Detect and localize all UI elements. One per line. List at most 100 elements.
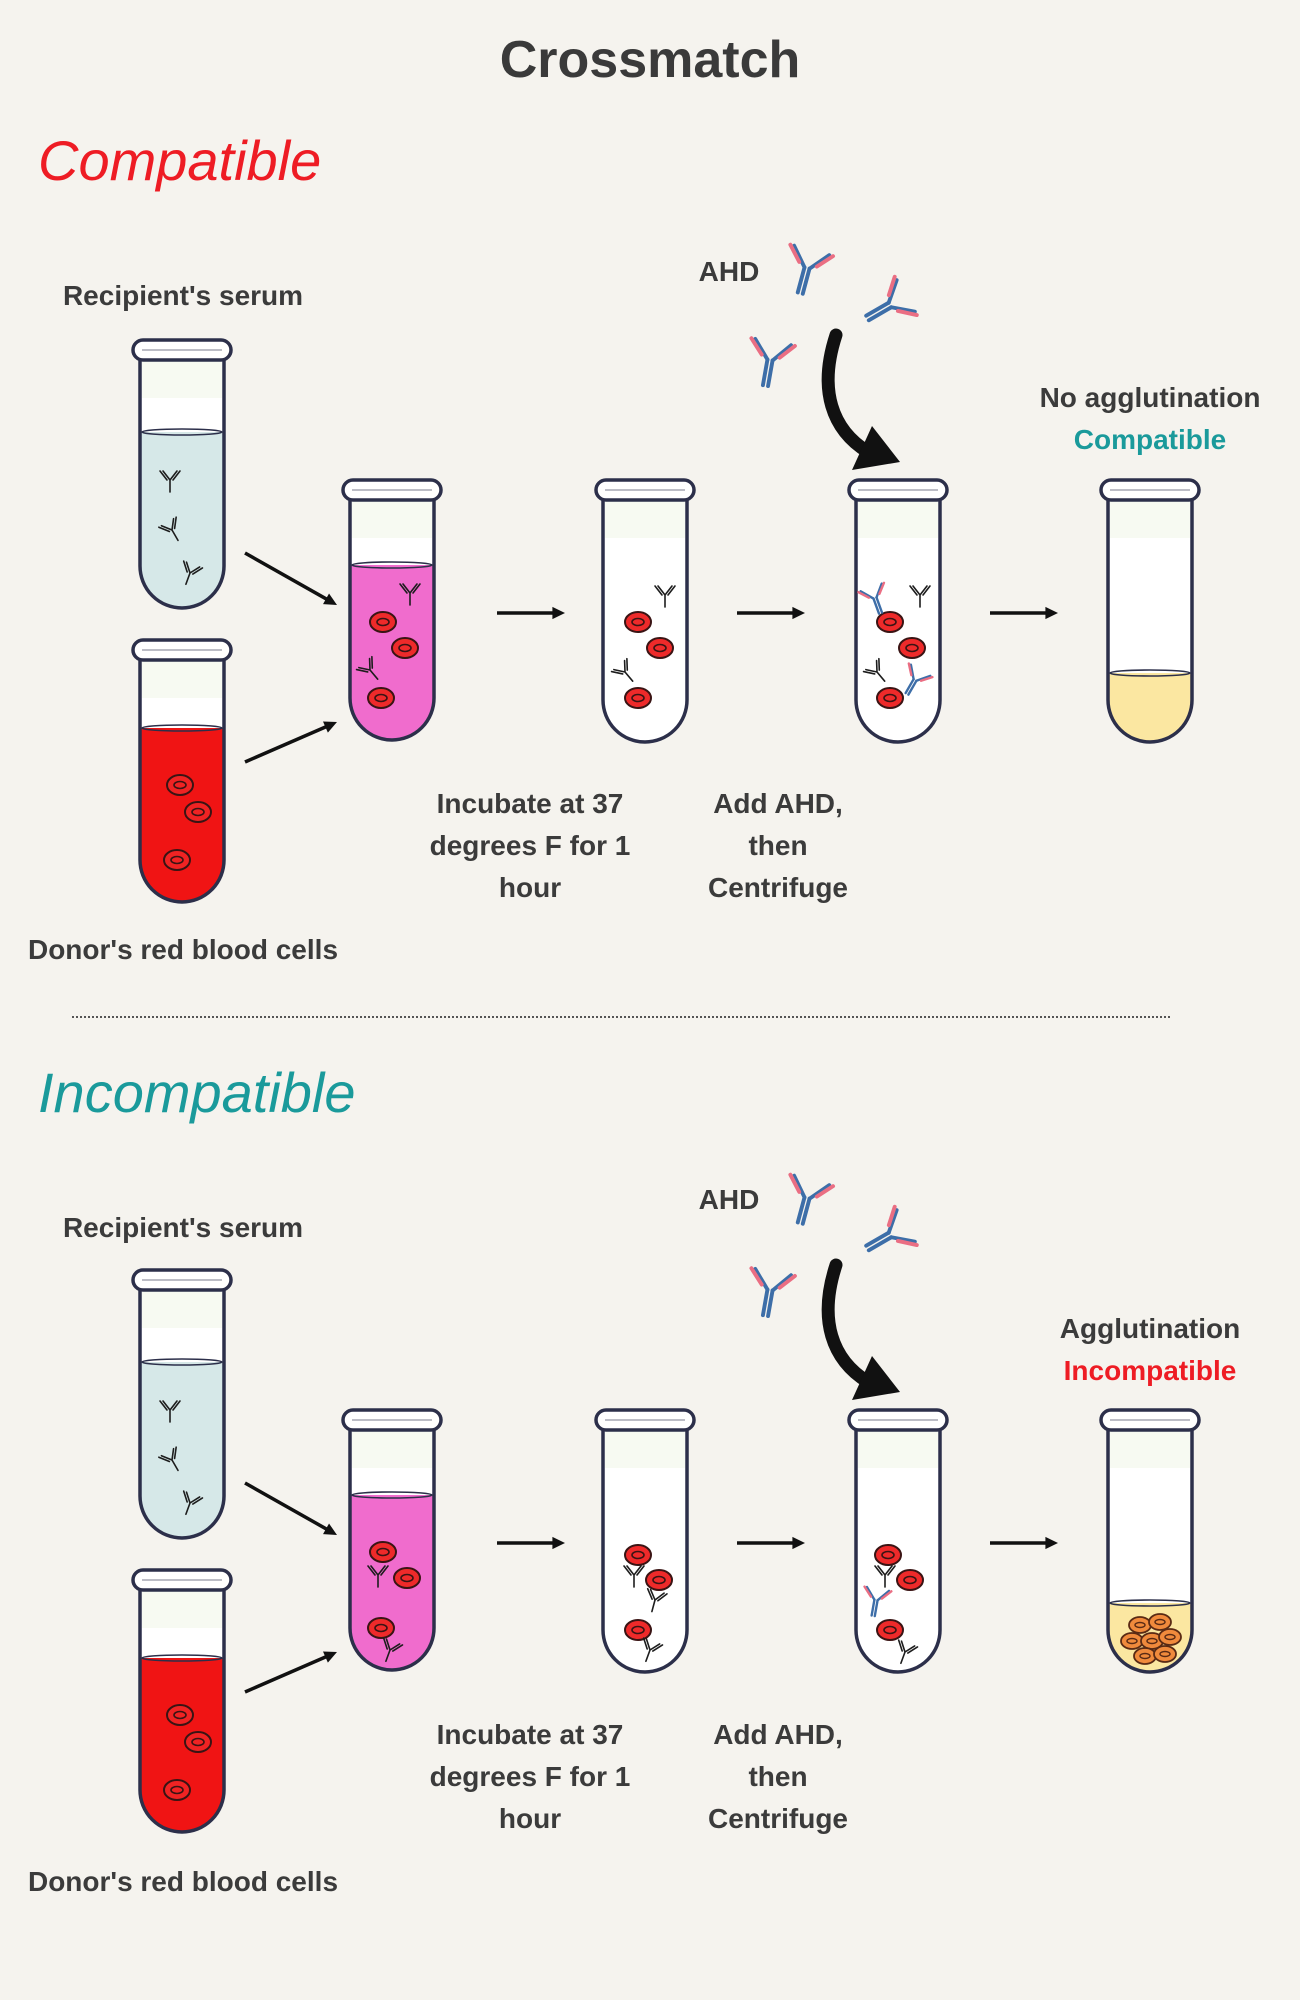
red-blood-cell-icon: [624, 611, 652, 633]
antibody-icon: [158, 1446, 179, 1472]
red-blood-cell-icon: [1128, 1616, 1152, 1634]
red-blood-cell-icon: [184, 1731, 212, 1753]
antibody-icon: [788, 1172, 836, 1226]
antibody-icon: [863, 1585, 893, 1618]
result-line1: No agglutination: [1039, 382, 1261, 413]
antibody-icon: [874, 1565, 896, 1588]
section-divider: [72, 1016, 1170, 1018]
curved-arrow-icon: [821, 328, 900, 470]
antibody-icon: [182, 1490, 204, 1516]
antibody-icon: [749, 1266, 797, 1319]
antibody-icon: [355, 655, 379, 680]
step-incubate: Incubate at 37 degrees F for 1 hour: [429, 788, 631, 903]
red-blood-cell-icon: [646, 637, 674, 659]
arrow-icon: [244, 551, 337, 605]
step-incubate: Incubate at 37 degrees F for 1 hour: [429, 1719, 631, 1834]
arrow-icon: [244, 1481, 337, 1535]
antibody-icon: [642, 1637, 664, 1663]
antibody-icon: [904, 662, 934, 696]
antibody-icon: [862, 657, 886, 682]
antibody-icon: [367, 1565, 389, 1588]
red-blood-cell-icon: [166, 774, 194, 796]
antibody-icon: [158, 516, 179, 542]
arrow-icon: [244, 1651, 337, 1694]
result-verdict: Incompatible: [1063, 1355, 1237, 1386]
serum-label: Recipient's serum: [62, 280, 304, 311]
rbc-label: Donor's red blood cells: [27, 1866, 339, 1897]
test-tube-icon: [594, 1408, 696, 1674]
test-tube-icon: [131, 1568, 233, 1834]
arrow-icon: [497, 1536, 565, 1550]
red-blood-cell-icon: [166, 1704, 194, 1726]
antibody-icon: [749, 336, 797, 389]
red-blood-cell-icon: [369, 611, 397, 633]
red-blood-cell-icon: [369, 1541, 397, 1563]
red-blood-cell-icon: [874, 1544, 902, 1566]
red-blood-cell-icon: [624, 1619, 652, 1641]
arrow-icon: [497, 606, 565, 620]
serum-label: Recipient's serum: [62, 1212, 304, 1243]
red-blood-cell-icon: [163, 849, 191, 871]
red-blood-cell-icon: [391, 637, 419, 659]
test-tube-icon: [1099, 478, 1201, 744]
red-blood-cell-icon: [624, 687, 652, 709]
red-blood-cell-icon: [367, 687, 395, 709]
red-blood-cell-icon: [876, 687, 904, 709]
arrow-icon: [990, 606, 1058, 620]
curved-arrow-icon: [821, 1258, 900, 1400]
test-tube-icon: [847, 478, 949, 744]
antibody-icon: [182, 560, 204, 586]
arrow-icon: [244, 721, 337, 764]
antibody-icon: [382, 1637, 404, 1663]
antibody-icon: [654, 585, 676, 608]
test-tube-icon: [131, 638, 233, 904]
section-heading-incompatible: Incompatible: [38, 1061, 356, 1124]
antibody-icon: [646, 1587, 668, 1613]
red-blood-cell-icon: [1120, 1632, 1144, 1650]
step-add-ahd: Add AHD, then Centrifuge: [708, 788, 848, 903]
section-heading-compatible: Compatible: [38, 129, 322, 192]
rbc-label: Donor's red blood cells: [27, 934, 339, 965]
test-tube-icon: [847, 1408, 949, 1674]
red-blood-cell-icon: [367, 1617, 395, 1639]
antibody-icon: [864, 274, 919, 323]
antibody-icon: [623, 1565, 645, 1588]
red-blood-cell-icon: [1148, 1613, 1172, 1631]
test-tube-icon: [341, 1408, 443, 1672]
red-blood-cell-icon: [1133, 1647, 1157, 1665]
antibody-icon: [788, 242, 836, 296]
red-blood-cell-icon: [898, 637, 926, 659]
test-tube-icon: [131, 1268, 233, 1540]
antibody-icon: [897, 1639, 919, 1665]
red-blood-cell-icon: [184, 801, 212, 823]
red-blood-cell-icon: [645, 1569, 673, 1591]
antibody-icon: [610, 657, 634, 682]
red-blood-cell-icon: [876, 1619, 904, 1641]
ahd-label: AHD: [698, 1184, 760, 1215]
antibody-icon: [909, 585, 931, 608]
antibody-icon: [857, 581, 886, 615]
red-blood-cell-icon: [163, 1779, 191, 1801]
arrow-icon: [737, 1536, 805, 1550]
arrow-icon: [990, 1536, 1058, 1550]
test-tube-icon: [341, 478, 443, 742]
result-line1: Agglutination: [1059, 1313, 1241, 1344]
red-blood-cell-icon: [1153, 1645, 1177, 1663]
step-add-ahd: Add AHD, then Centrifuge: [708, 1719, 848, 1834]
red-blood-cell-icon: [1158, 1628, 1182, 1646]
test-tube-icon: [594, 478, 696, 744]
ahd-label: AHD: [698, 256, 760, 287]
red-blood-cell-icon: [624, 1544, 652, 1566]
antibody-icon: [399, 583, 421, 606]
result-verdict: Compatible: [1073, 424, 1227, 455]
test-tube-icon: [131, 338, 233, 610]
antibody-icon: [864, 1204, 919, 1253]
red-blood-cell-icon: [896, 1569, 924, 1591]
antibody-icon: [159, 470, 181, 493]
red-blood-cell-icon: [393, 1567, 421, 1589]
test-tube-icon: [1099, 1408, 1201, 1674]
antibody-icon: [159, 1400, 181, 1423]
arrow-icon: [737, 606, 805, 620]
red-blood-cell-icon: [876, 611, 904, 633]
page-title: Crossmatch: [499, 31, 801, 89]
